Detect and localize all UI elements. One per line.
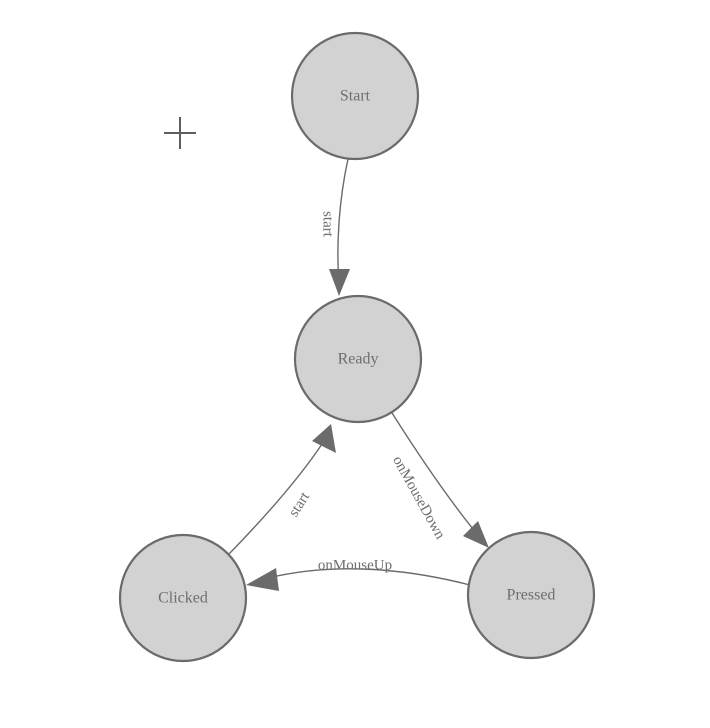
- edge-pressed-to-clicked-path: [267, 568, 471, 586]
- edge-start-to-ready[interactable]: start: [320, 158, 350, 296]
- edge-label-ready-to-pressed: onMouseDown: [389, 453, 448, 542]
- plus-crosshair-icon[interactable]: [164, 117, 196, 149]
- edge-pressed-to-clicked[interactable]: onMouseUp: [246, 557, 471, 591]
- edge-label-clicked-to-ready: start: [286, 489, 314, 520]
- node-ready-circle[interactable]: [293, 294, 423, 424]
- edge-label-pressed-to-clicked: onMouseUp: [318, 557, 392, 573]
- node-pressed[interactable]: Pressed: [466, 530, 596, 660]
- edge-clicked-to-ready-path: [227, 443, 323, 556]
- edge-start-to-ready-path: [337, 158, 349, 287]
- edge-pressed-to-clicked-arrowhead: [246, 568, 279, 591]
- edge-clicked-to-ready[interactable]: start: [227, 424, 336, 556]
- node-pressed-circle[interactable]: [466, 530, 596, 660]
- node-clicked-circle[interactable]: [118, 533, 248, 663]
- edge-label-start-to-ready: start: [320, 211, 336, 238]
- edge-ready-to-pressed-arrowhead: [463, 521, 489, 548]
- edge-clicked-to-ready-arrowhead: [312, 424, 336, 453]
- node-start-circle[interactable]: [290, 31, 420, 161]
- node-start[interactable]: Start: [290, 31, 420, 161]
- node-clicked[interactable]: Clicked: [118, 533, 248, 663]
- node-ready[interactable]: Ready: [293, 294, 423, 424]
- edge-ready-to-pressed[interactable]: onMouseDown: [389, 412, 489, 548]
- edge-start-to-ready-arrowhead: [329, 269, 350, 296]
